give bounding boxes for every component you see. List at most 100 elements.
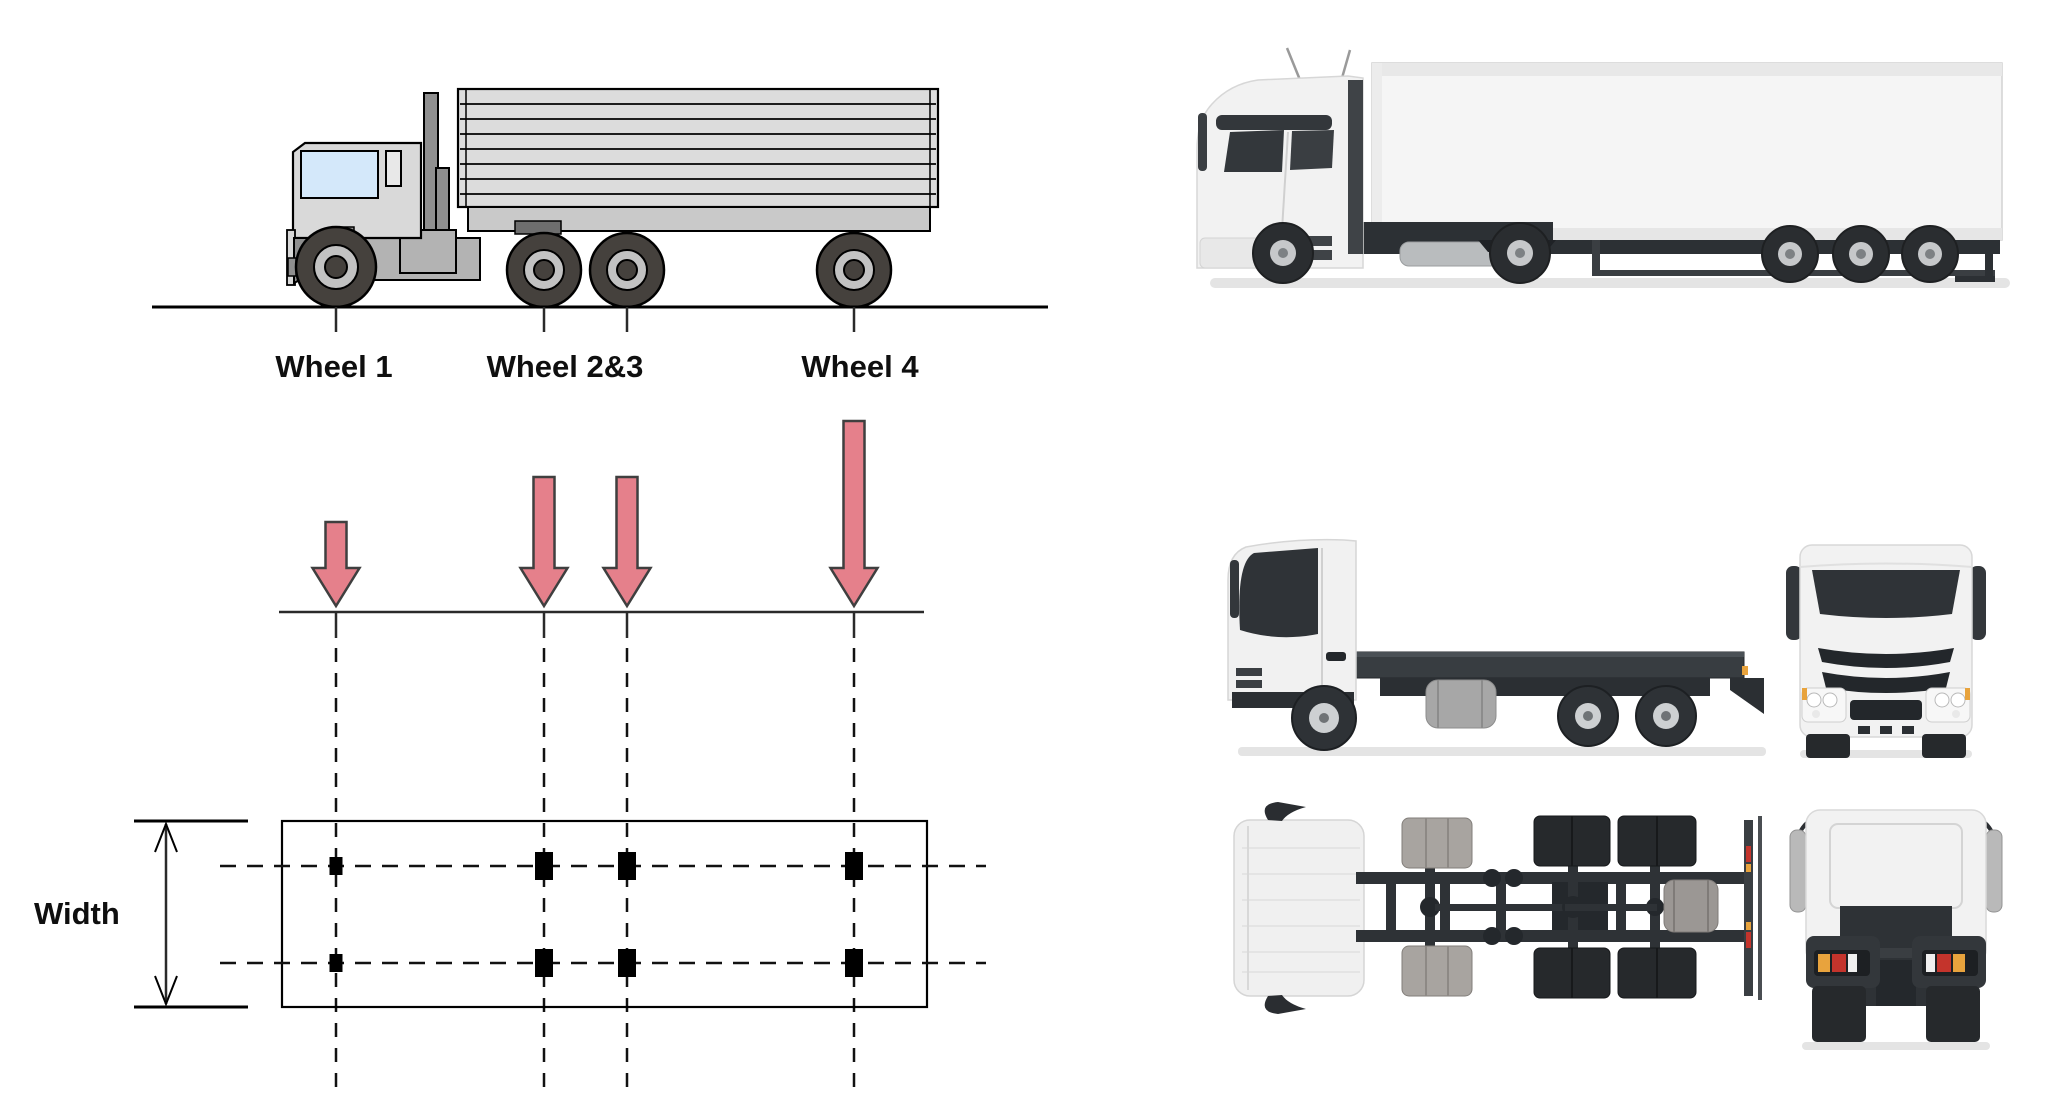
- load-arrow-wheel-2: [518, 475, 570, 609]
- contact-patches: [329, 852, 863, 977]
- bumper-tab-2: [1880, 726, 1892, 734]
- rear-wheel-left: [1812, 986, 1866, 1042]
- label-width: Width: [34, 896, 120, 931]
- tail-light-right: [1922, 950, 1978, 976]
- windshield: [300, 150, 379, 199]
- tractor-mirror: [1198, 113, 1207, 171]
- top-view-mirror-bottom: [1264, 995, 1306, 1014]
- tractor-door-window: [1290, 130, 1334, 170]
- trailer-top-strip: [1372, 63, 2002, 76]
- trailer-underride-post: [1985, 254, 1993, 282]
- semi-shadow: [1210, 278, 2010, 288]
- chassis-connector: [514, 220, 562, 235]
- rear-crossbar: [1840, 948, 1952, 958]
- top-view-cab: [1233, 819, 1365, 997]
- rear-marker-light: [1742, 666, 1748, 675]
- driveshaft: [1435, 904, 1567, 911]
- front-view-mirror-right: [1970, 566, 1986, 640]
- rear-bumper-bar: [1744, 820, 1753, 996]
- front-view-wheel-left: [1806, 734, 1850, 758]
- truck-top-view: [1233, 802, 1762, 1014]
- flatbed-cab-window: [1239, 548, 1318, 638]
- antenna-2: [1340, 49, 1352, 79]
- clipart-truck-side-view: [286, 87, 940, 309]
- grille-slat-1: [1818, 648, 1954, 668]
- flatbed-truck-side-view: [1227, 538, 1766, 756]
- contact-patch-w4-t2: [845, 949, 863, 977]
- bumper-intake: [1850, 700, 1922, 720]
- load-arrows: [310, 419, 880, 609]
- truck-front-view: [1786, 544, 1986, 758]
- cab-rear-deflector: [1348, 80, 1363, 254]
- cargo-box-slats: [460, 103, 936, 195]
- rear-flap: [1730, 678, 1764, 714]
- trailer-front-edge: [1372, 63, 1382, 240]
- trailer-landing-post: [1592, 240, 1600, 276]
- cargo-box: [456, 87, 940, 209]
- width-arrowhead-up: [154, 821, 178, 853]
- rear-view-shadow: [1802, 1042, 1990, 1050]
- rear-edge-bar: [1758, 816, 1762, 1000]
- front-view-roof-seam: [1799, 562, 1973, 568]
- front-view-windshield: [1812, 570, 1960, 618]
- trailer-underride-bar: [1955, 276, 1995, 282]
- headlight-left: [1801, 687, 1847, 723]
- contact-patch-w1-t1: [329, 857, 343, 875]
- rear-wheel-right: [1926, 986, 1980, 1042]
- top-view-mirror-top: [1264, 802, 1306, 821]
- clipart-wheel-3: [588, 231, 666, 309]
- headlight-right: [1925, 687, 1971, 723]
- clipart-wheel-2: [505, 231, 583, 309]
- flatbed-mirror: [1230, 560, 1239, 618]
- top-view-tail-light-1: [1746, 846, 1751, 862]
- tail-light-left: [1814, 950, 1870, 976]
- flatbed-door-handle: [1326, 652, 1346, 661]
- bumper-tab-3: [1902, 726, 1914, 734]
- trailer-wheels: [1761, 225, 1959, 283]
- top-view-front-wheels: [1401, 817, 1473, 997]
- tractor-windshield: [1224, 130, 1284, 172]
- flatbed-shadow: [1238, 747, 1766, 756]
- fuel-tank: [1425, 679, 1497, 729]
- width-arrowhead-down: [154, 975, 178, 1007]
- contact-patch-w3-t1: [618, 852, 636, 880]
- top-view-cab-ribs: [1242, 847, 1360, 973]
- flatbed-deck-edge: [1352, 652, 1744, 657]
- plan-rectangle: [280, 819, 929, 1009]
- flatbed-step-2: [1236, 680, 1262, 688]
- contact-patch-w2-t1: [535, 852, 553, 880]
- suspension-bumps: [1483, 869, 1523, 945]
- flatbed-step-1: [1236, 668, 1262, 676]
- label-wheel-4: Wheel 4: [801, 349, 919, 384]
- contact-patch-w2-t2: [535, 949, 553, 977]
- front-view-mirror-left: [1786, 566, 1802, 640]
- flatbed-wheels: [1291, 685, 1697, 751]
- rear-mirror-left: [1789, 829, 1807, 913]
- clipart-wheel-1: [294, 225, 378, 309]
- front-diff: [1420, 897, 1440, 917]
- front-view-wheel-right: [1922, 734, 1966, 758]
- tractor-wheels: [1252, 222, 1551, 284]
- inter-axle-shaft: [1565, 904, 1657, 911]
- top-view-tail-light-2: [1746, 932, 1751, 948]
- label-wheel-2-3: Wheel 2&3: [486, 349, 644, 384]
- width-dimension: [134, 819, 248, 1009]
- trailer-box: [1371, 62, 2003, 241]
- top-view-marker-2: [1746, 922, 1751, 930]
- load-arrow-wheel-4: [828, 419, 880, 609]
- top-view-fuel-tank: [1663, 879, 1719, 933]
- top-view-marker-1: [1746, 864, 1751, 872]
- load-arrow-wheel-1: [310, 520, 362, 609]
- bumper-tab-1: [1858, 726, 1870, 734]
- rear-coupling: [1876, 960, 1916, 1006]
- contact-patch-w4-t1: [845, 852, 863, 880]
- label-wheel-1: Wheel 1: [275, 349, 393, 384]
- contact-patch-w1-t2: [329, 954, 343, 972]
- grille-slat-2: [1822, 672, 1950, 693]
- antenna-1: [1285, 47, 1302, 81]
- rear-mirror-right: [1985, 829, 2003, 913]
- clipart-wheel-4: [815, 231, 893, 309]
- truck-rear-view: [1789, 809, 2003, 1050]
